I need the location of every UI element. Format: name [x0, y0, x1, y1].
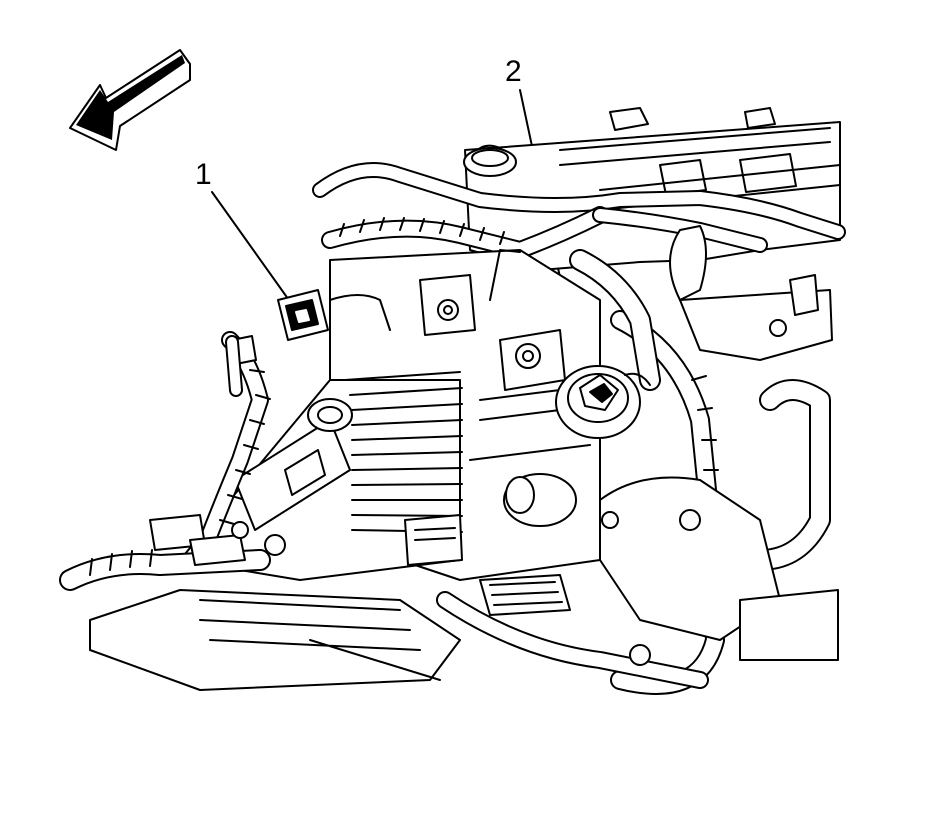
callout-label-2: 2: [505, 55, 522, 88]
forward-arrow-icon: [69, 49, 191, 151]
sensor-2: [555, 365, 651, 439]
left-tubes: [149, 335, 286, 566]
oil-cooler: [179, 371, 463, 581]
right-components: [503, 225, 839, 666]
callout-label-1: 1: [195, 158, 212, 191]
lower-pipes: [59, 514, 709, 691]
leader-line-1: [211, 191, 297, 311]
wiring-harness-right: [569, 249, 727, 695]
